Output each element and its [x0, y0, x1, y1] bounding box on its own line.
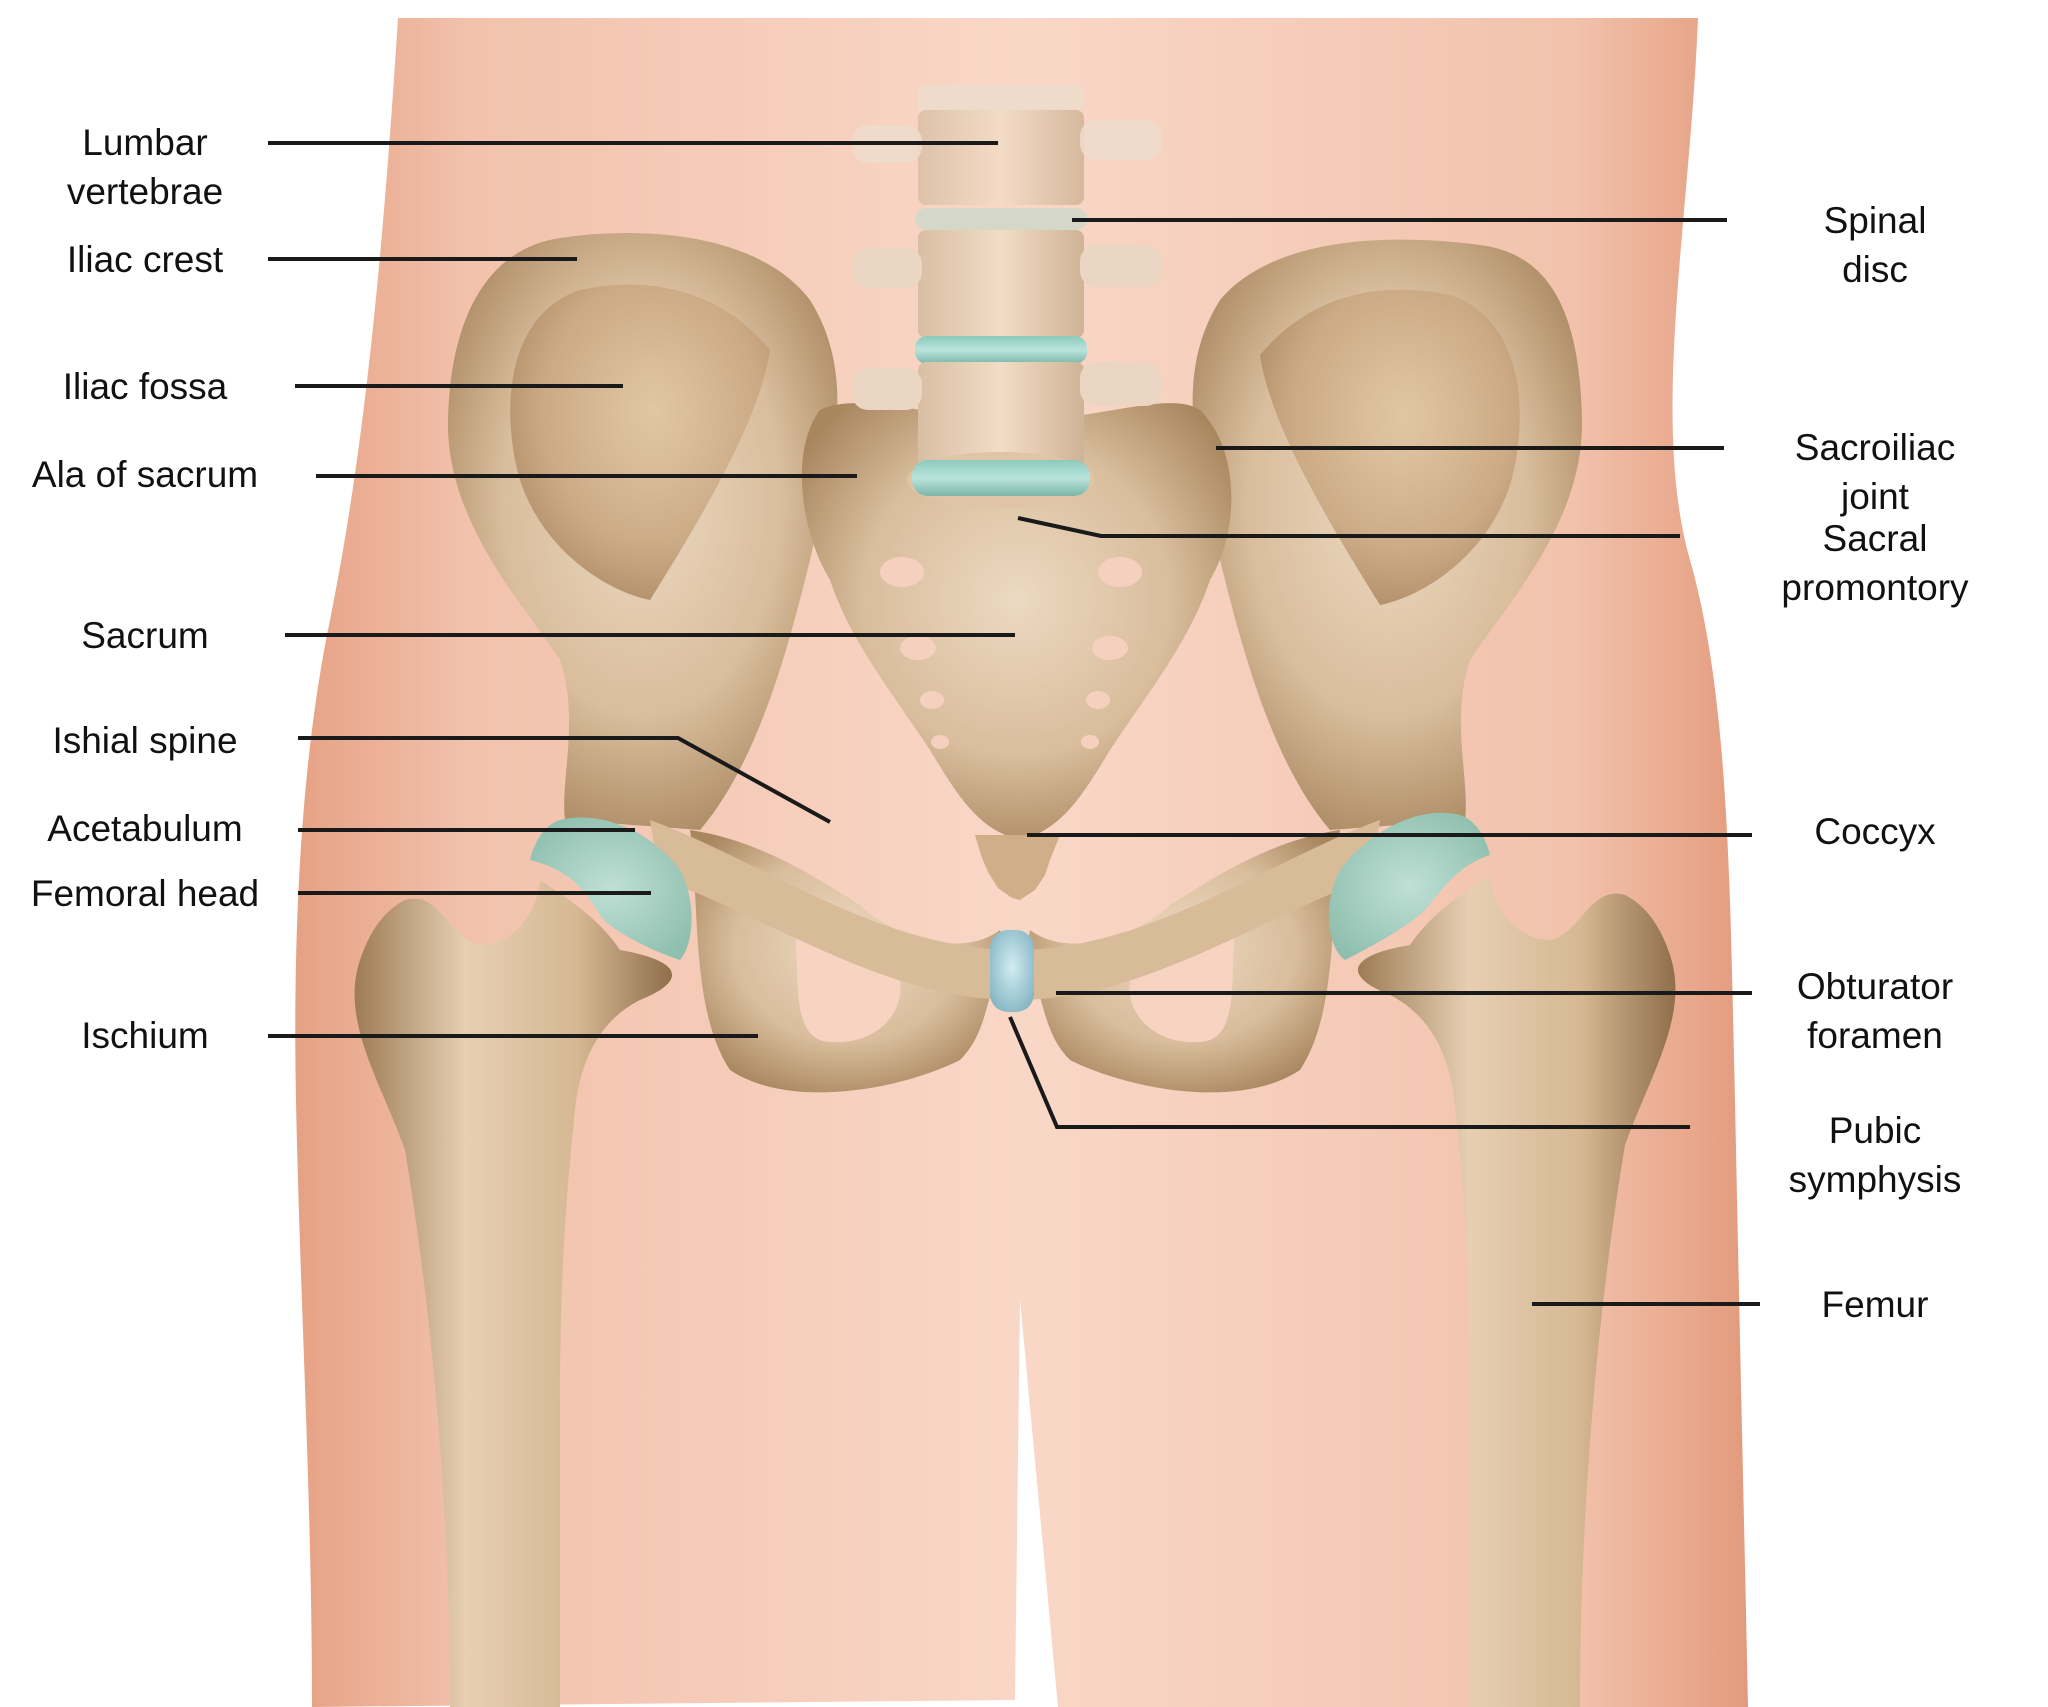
leader-lines: [268, 141, 1760, 1306]
label-acetabulum: Acetabulum: [47, 808, 243, 849]
label-ishial-spine: Ishial spine: [52, 720, 238, 761]
leader-line-sacral-promontory: [1017, 516, 1680, 538]
label-obturator-foramen: Obturator foramen: [1796, 966, 1954, 1056]
label-sacral-promontory: Sacral promontory: [1781, 518, 1969, 608]
label-ischium: Ischium: [81, 1015, 209, 1056]
pubic-symphysis: [990, 930, 1034, 1012]
label-femoral-head: Femoral head: [30, 873, 260, 914]
left-femur: [354, 880, 673, 1707]
label-sacrum: Sacrum: [81, 615, 209, 656]
left-obturator-foramen: [795, 930, 901, 1043]
label-iliac-crest: Iliac crest: [66, 239, 224, 280]
left-acetabulum-cartilage: [530, 817, 692, 960]
right-acetabulum-cartilage: [1328, 812, 1490, 960]
lumbar-vertebrae-column: [852, 85, 1162, 508]
right-femur: [1357, 875, 1676, 1707]
label-lumbar-vertebrae: Lumbar vertebrae: [66, 122, 224, 212]
label-iliac-fossa: Iliac fossa: [62, 366, 228, 407]
sacral-foramina: [880, 557, 1142, 749]
label-sacroiliac-joint: Sacroiliac joint: [1794, 427, 1956, 517]
leader-line-pubic-symphysis: [1008, 1016, 1690, 1129]
label-spinal-disc: Spinal disc: [1823, 200, 1927, 290]
sacrum: [801, 403, 1232, 840]
left-iliac-fossa: [510, 284, 770, 600]
right-obturator-foramen: [1129, 930, 1235, 1043]
coccyx: [975, 835, 1060, 900]
leader-line-ishial-spine: [298, 736, 831, 824]
label-femur: Femur: [1821, 1284, 1929, 1325]
label-coccyx: Coccyx: [1814, 811, 1936, 852]
label-ala-of-sacrum: Ala of sacrum: [31, 454, 259, 495]
label-pubic-symphysis: Pubic symphysis: [1788, 1110, 1962, 1200]
